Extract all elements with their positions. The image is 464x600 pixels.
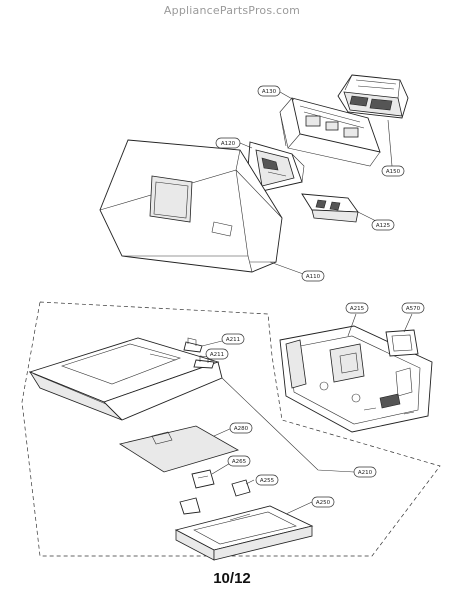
leader-a255	[245, 479, 255, 485]
part-a125-bracket	[301, 193, 359, 223]
part-a120-display-board	[247, 141, 305, 193]
page-number: 10/12	[213, 570, 251, 587]
leader-a120	[239, 142, 253, 149]
callout-a255: A255	[255, 474, 279, 486]
part-a255-clip-2	[179, 497, 201, 515]
svg-text:A130: A130	[262, 89, 277, 95]
subassembly-boundary	[21, 301, 441, 557]
part-a211-bracket-2	[193, 355, 215, 369]
callout-a211-upper: A211	[221, 333, 245, 345]
leader-a211a	[201, 339, 227, 347]
part-a130-pcb	[279, 97, 381, 167]
svg-text:A125: A125	[376, 223, 391, 229]
svg-text:A280: A280	[234, 426, 249, 432]
part-a280-panel	[118, 425, 240, 473]
part-a250-tray	[174, 505, 314, 561]
callout-a120: A120	[215, 137, 241, 149]
svg-text:A250: A250	[316, 500, 331, 506]
leader-a150	[387, 119, 393, 167]
leader-a215	[347, 313, 357, 337]
svg-text:A211: A211	[210, 352, 224, 358]
callout-a150: A150	[381, 165, 405, 177]
part-a110-control-panel	[99, 139, 283, 273]
svg-text:A265: A265	[232, 459, 247, 465]
part-a211-bracket-1	[183, 337, 203, 353]
svg-text:A210: A210	[358, 470, 373, 476]
svg-text:A110: A110	[306, 274, 321, 280]
part-a570-plate	[385, 329, 419, 357]
svg-text:A120: A120	[221, 141, 236, 147]
leader-a110	[269, 261, 307, 276]
leader-a570	[403, 313, 413, 333]
callout-a130: A130	[257, 85, 281, 97]
leader-a210	[221, 377, 355, 473]
watermark-text: AppliancePartsPros.com	[163, 4, 301, 17]
callout-a250: A250	[311, 496, 335, 508]
part-a210-top-cover	[28, 337, 223, 421]
svg-text:A150: A150	[386, 169, 401, 175]
callout-a211-lower: A211	[205, 348, 229, 360]
callout-a570: A570	[401, 302, 425, 314]
callout-a265: A265	[227, 455, 251, 467]
svg-text:A215: A215	[350, 306, 365, 312]
svg-text:A211: A211	[226, 337, 240, 343]
part-a255-clip-1	[231, 479, 251, 497]
part-a150-housing	[337, 74, 409, 119]
callout-a280: A280	[229, 422, 253, 434]
callout-a210: A210	[353, 466, 377, 478]
svg-text:A255: A255	[260, 478, 275, 484]
part-a265-clip	[191, 469, 215, 489]
callout-a125: A125	[371, 219, 395, 231]
callout-a110: A110	[301, 270, 325, 282]
leader-a280	[213, 427, 233, 437]
svg-text:A570: A570	[406, 306, 421, 312]
leader-a130	[279, 91, 295, 101]
leader-a250	[285, 501, 313, 515]
callout-a215: A215	[345, 302, 369, 314]
